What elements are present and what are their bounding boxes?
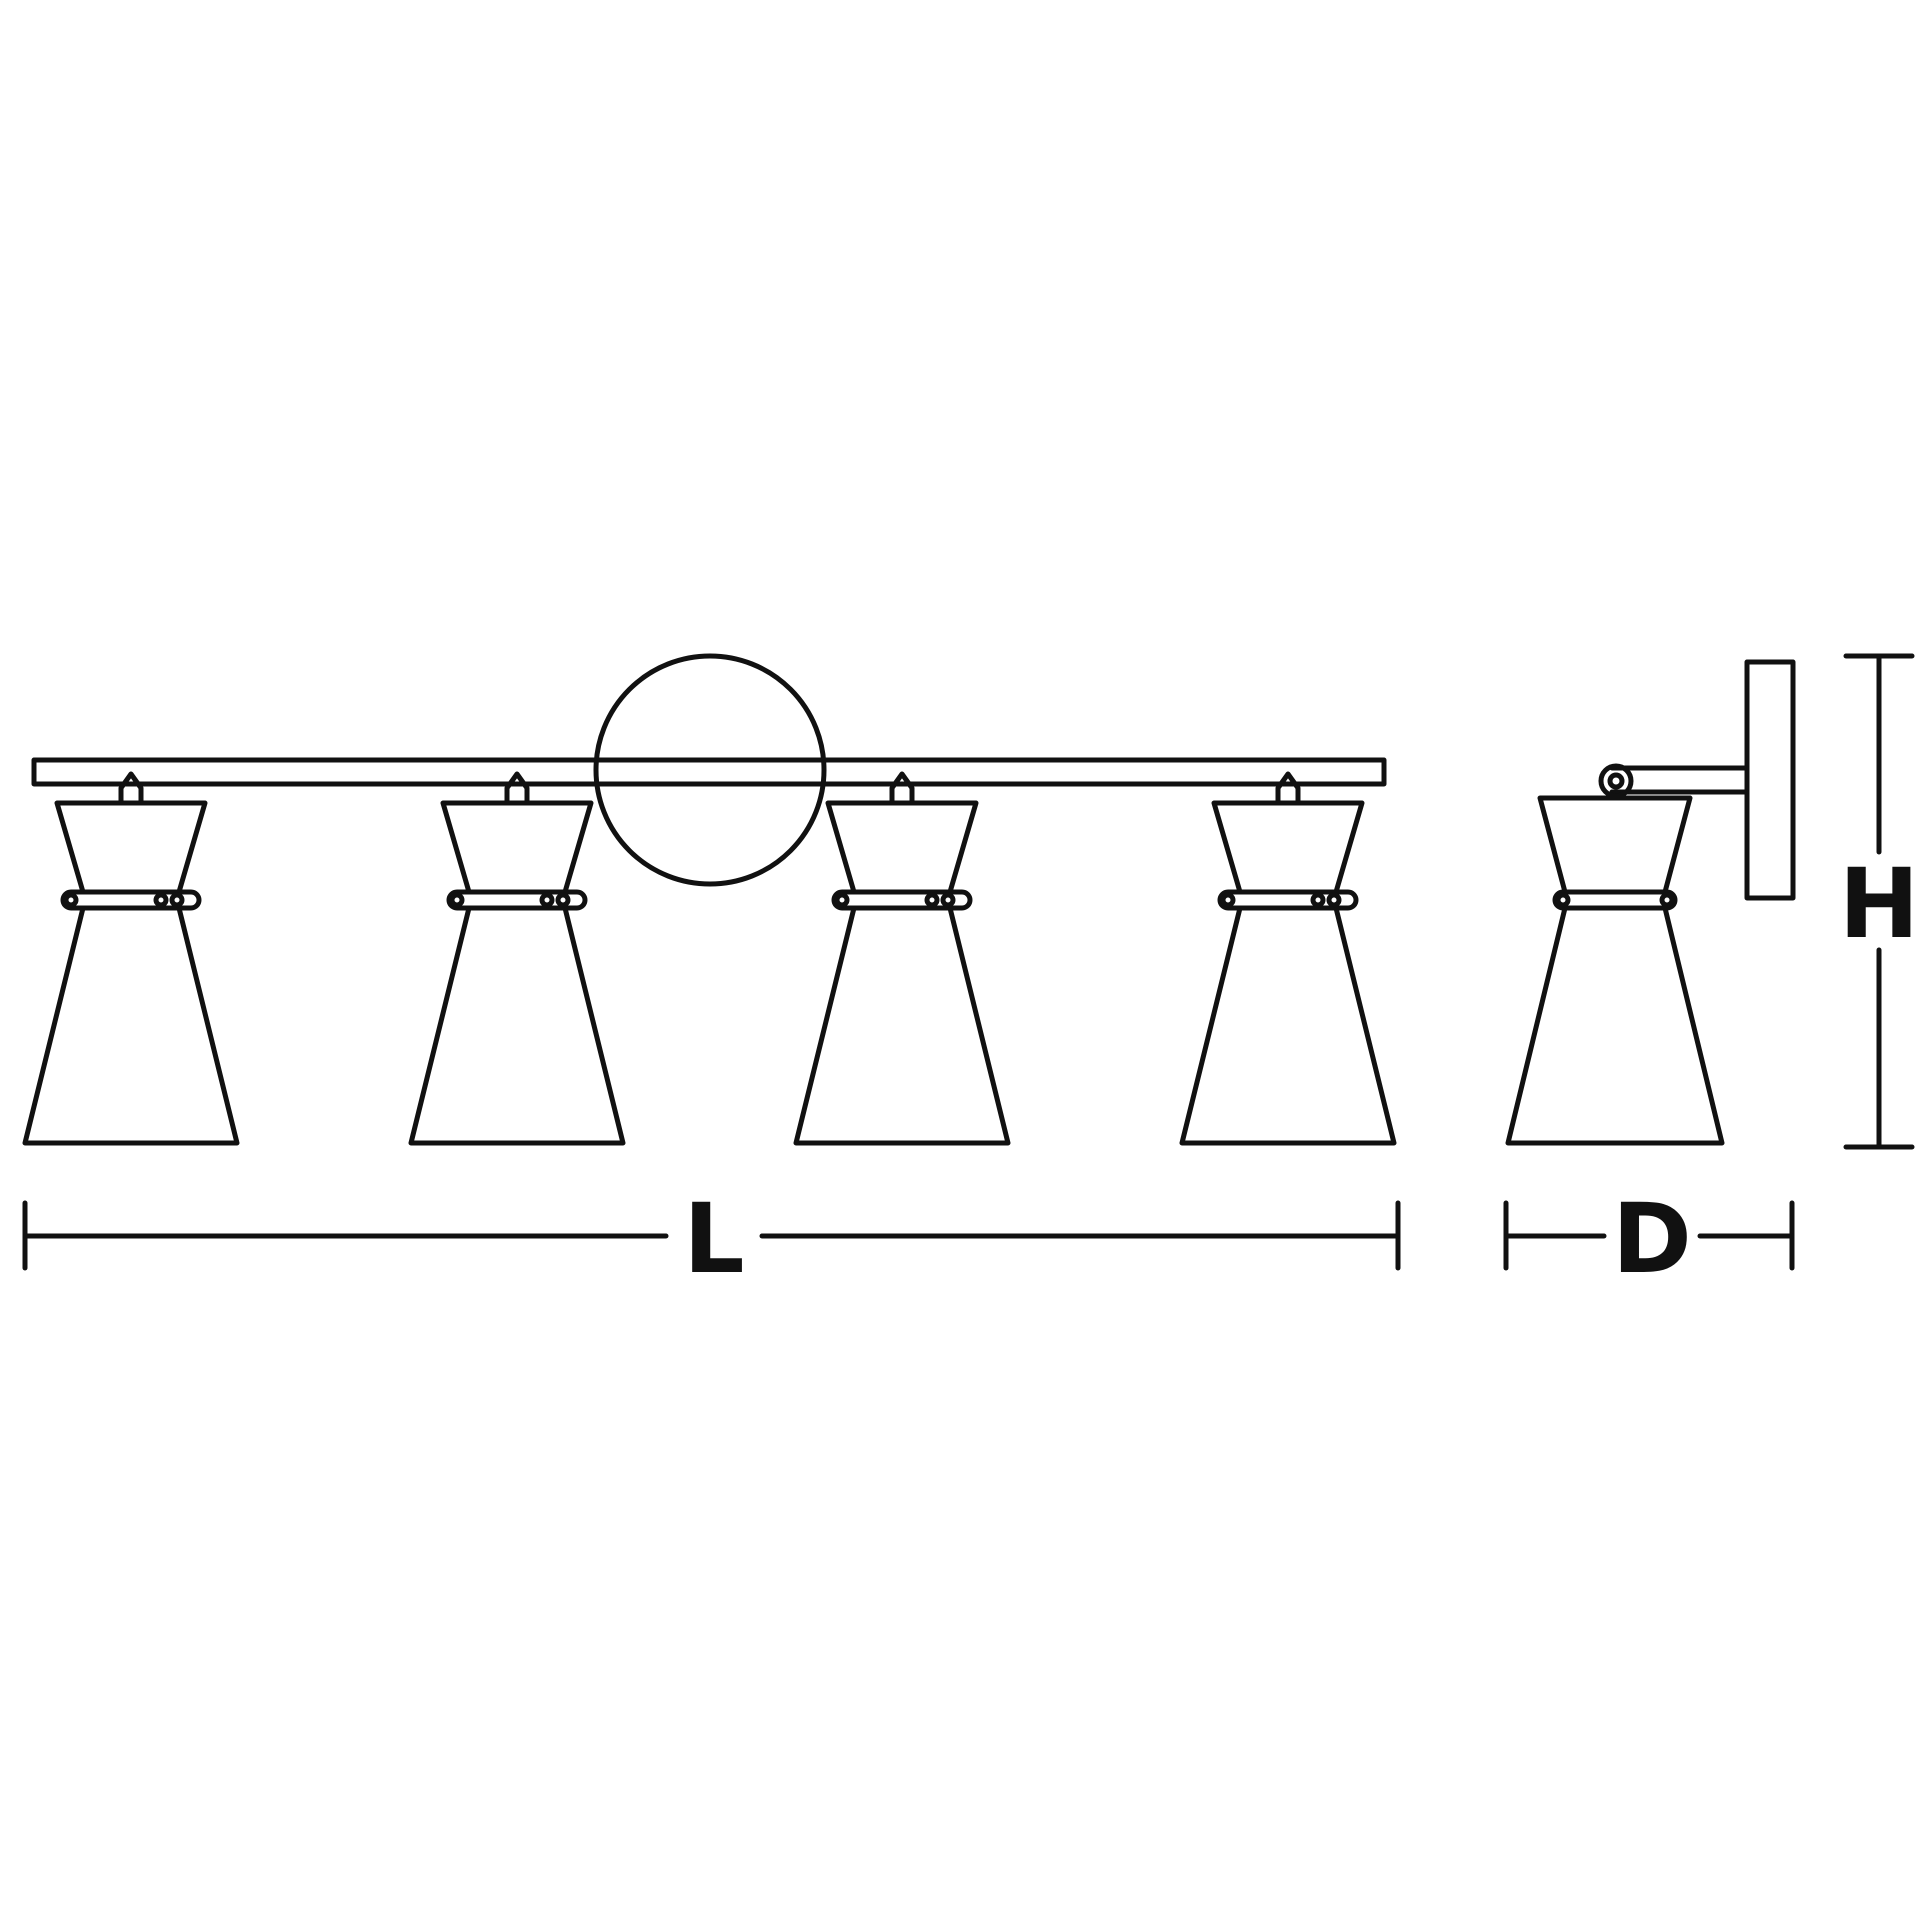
shade-lower xyxy=(1179,905,1397,1146)
shade-band xyxy=(60,889,202,911)
side-knuckle-pin xyxy=(1607,772,1625,790)
band-rivet-right xyxy=(1310,892,1326,908)
shade-band xyxy=(831,889,973,911)
depth-label: D xyxy=(1612,1183,1692,1295)
shade-upper xyxy=(825,800,979,895)
front-view xyxy=(22,653,1397,1146)
band-rivet-right xyxy=(539,892,555,908)
shade-upper xyxy=(440,800,594,895)
band-rivet-left xyxy=(834,892,850,908)
side-shade xyxy=(1505,795,1725,1146)
shade-upper xyxy=(1537,795,1693,895)
shade-upper xyxy=(1211,800,1365,895)
band-rivet-right xyxy=(924,892,940,908)
band-rivet-left xyxy=(449,892,465,908)
shade-upper xyxy=(54,800,208,895)
socket-finial xyxy=(504,771,530,806)
shade-1 xyxy=(22,771,240,1146)
shade-2 xyxy=(408,771,626,1146)
band-rivet-right xyxy=(153,892,169,908)
shade-lower xyxy=(22,905,240,1146)
shade-3 xyxy=(793,771,1011,1146)
front-shades xyxy=(22,771,1397,1146)
dimension-height: H xyxy=(1839,653,1919,1150)
shade-lower xyxy=(408,905,626,1146)
height-label: H xyxy=(1839,848,1919,960)
band-rivet-left xyxy=(63,892,79,908)
side-wall-plate xyxy=(1744,659,1796,901)
shade-4 xyxy=(1179,771,1397,1146)
band-rivet-right-2 xyxy=(1326,892,1342,908)
band-rivet-right-2 xyxy=(555,892,571,908)
shade-band xyxy=(446,889,588,911)
band-rivet-right-2 xyxy=(940,892,956,908)
band-rivet-left xyxy=(1220,892,1236,908)
socket-finial xyxy=(889,771,915,806)
round-backplate xyxy=(593,653,827,887)
band-rivet-right xyxy=(1659,892,1675,908)
socket-finial xyxy=(118,771,144,806)
band-rivet-right-2 xyxy=(169,892,185,908)
dimension-length: L xyxy=(22,1183,1401,1295)
shade-band xyxy=(1552,889,1678,911)
mounting-bar xyxy=(31,757,1387,787)
length-label: L xyxy=(683,1183,744,1295)
socket-finial xyxy=(1275,771,1301,806)
shade-side xyxy=(1505,795,1725,1146)
shade-lower xyxy=(1505,905,1725,1146)
side-view xyxy=(1505,659,1796,1146)
shade-band xyxy=(1217,889,1359,911)
band-rivet-left xyxy=(1555,892,1571,908)
shade-lower xyxy=(793,905,1011,1146)
dimension-depth: D xyxy=(1503,1183,1795,1295)
